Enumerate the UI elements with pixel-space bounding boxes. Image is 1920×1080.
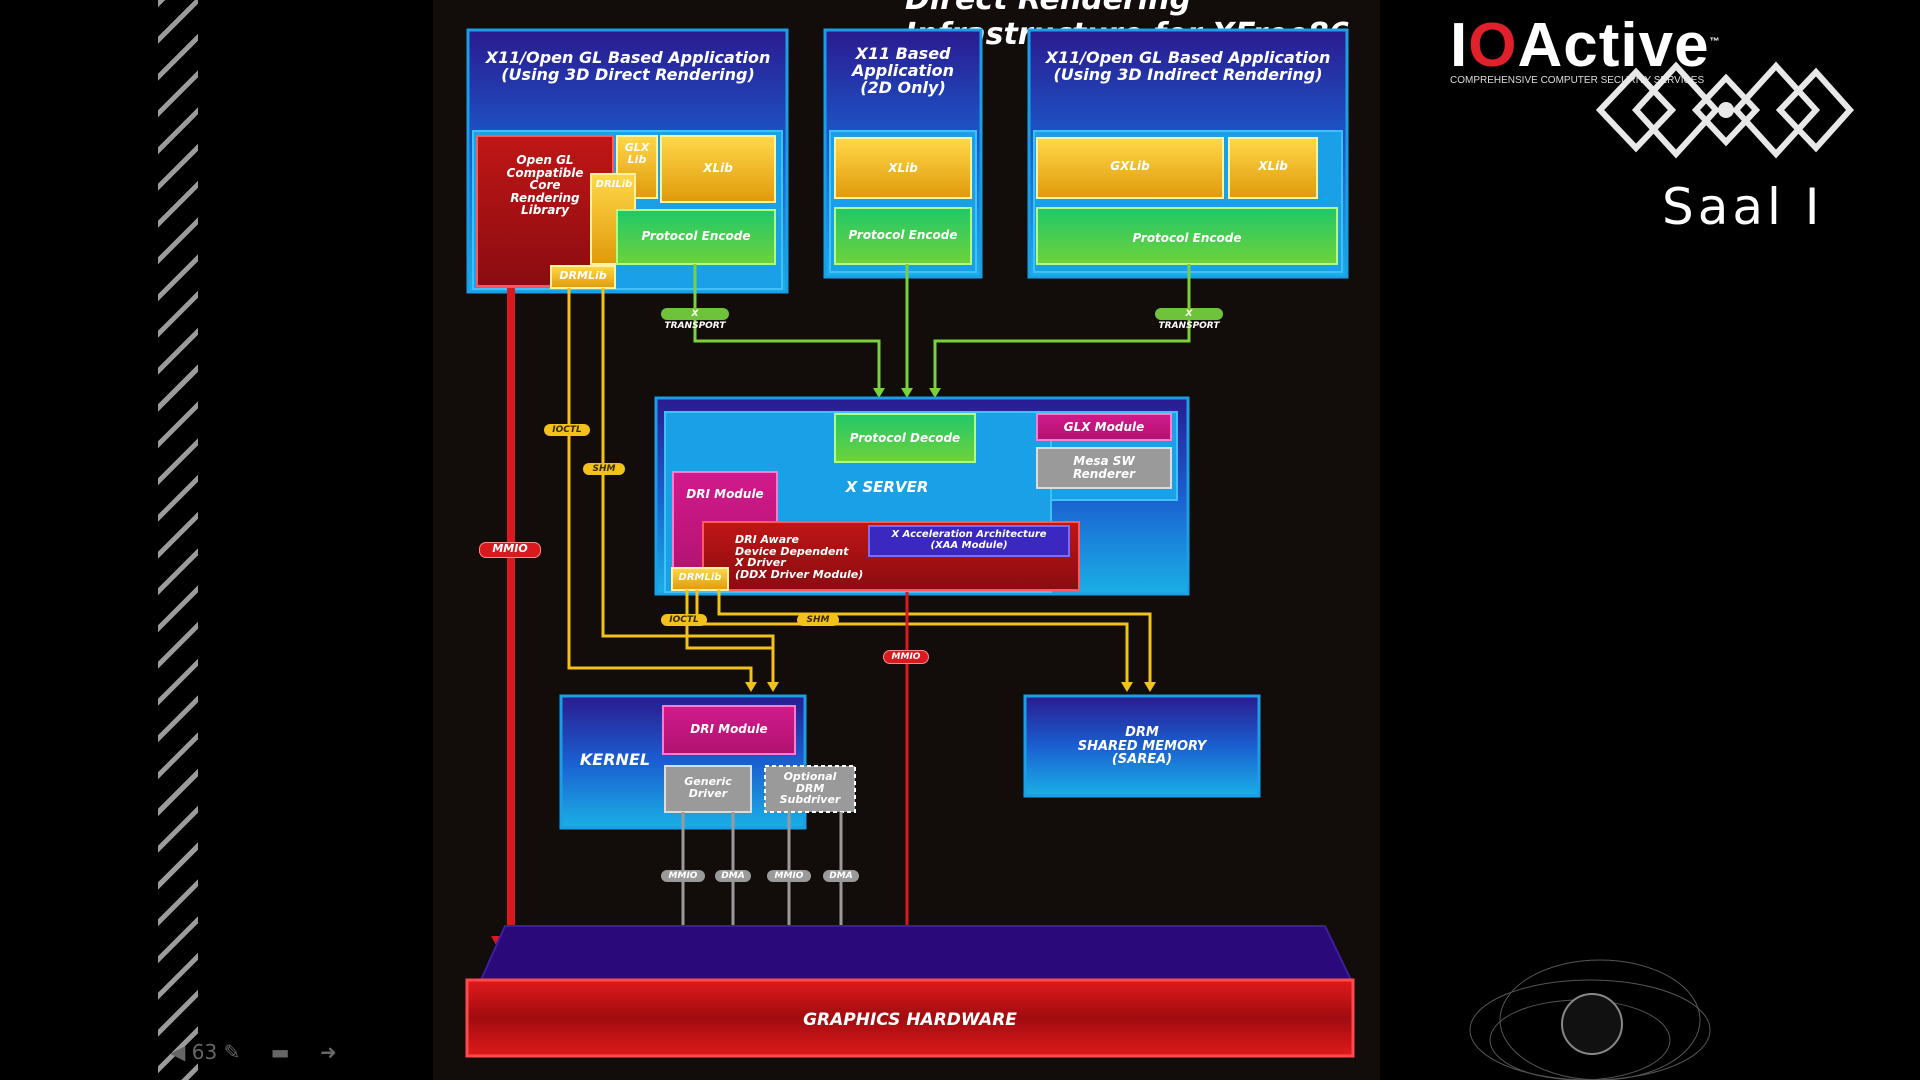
page-number: 63 bbox=[191, 1040, 218, 1064]
dri-module-server-label: DRI Module bbox=[686, 487, 764, 501]
drmlib-server-box bbox=[671, 567, 729, 591]
ioctl-badge-server: IOCTL bbox=[661, 614, 707, 626]
event-logo-icon bbox=[1596, 61, 1854, 159]
xlib-direct-box bbox=[660, 135, 776, 203]
drm-shared-memory-box bbox=[1023, 694, 1261, 798]
ioactive-logo: IOActive™ COMPREHENSIVE COMPUTER SECURIT… bbox=[1450, 11, 1721, 86]
decorative-stripes bbox=[158, 0, 198, 1080]
drmlib-app-box bbox=[550, 265, 616, 289]
mesa-sw-label: Mesa SW Renderer bbox=[1072, 454, 1136, 481]
glx-lib-label: GLX Lib bbox=[624, 141, 650, 166]
protocol-encode-indirect-box bbox=[1036, 207, 1338, 265]
shm-badge-app: SHM bbox=[583, 463, 625, 475]
dma-badge-kernel-1: DMA bbox=[715, 870, 751, 882]
dri-diagram bbox=[465, 28, 1355, 1058]
xlib-2d-label: XLib bbox=[888, 161, 918, 175]
yellow-arrowheads bbox=[745, 682, 1156, 692]
graphics-hardware-label: GRAPHICS HARDWARE bbox=[803, 1010, 1017, 1030]
dri-module-kernel-box bbox=[662, 705, 796, 755]
prev-slide-icon[interactable]: ◀ bbox=[170, 1040, 186, 1064]
x-transport-badge-left: X TRANSPORT bbox=[661, 308, 729, 331]
xlib-indirect-label: XLib bbox=[1258, 159, 1288, 173]
edit-icon[interactable]: ✎ bbox=[223, 1040, 241, 1064]
xlib-direct-label: XLib bbox=[703, 161, 733, 175]
app-direct-title: X11/Open GL Based Application (Using 3D … bbox=[485, 48, 771, 84]
protocol-encode-2d-label: Protocol Encode bbox=[848, 228, 958, 242]
kernel-label: KERNEL bbox=[579, 750, 651, 769]
xaa-box bbox=[868, 525, 1070, 557]
transport-connectors bbox=[693, 264, 1191, 392]
gxlib-label: GXLib bbox=[1110, 159, 1150, 173]
next-slide-icon[interactable]: ➜ bbox=[319, 1040, 337, 1064]
protocol-encode-indirect-label: Protocol Encode bbox=[1132, 231, 1242, 245]
drmlib-server-label: DRMLib bbox=[678, 572, 722, 583]
app-2d-title: X11 Based Application (2D Only) bbox=[851, 44, 955, 97]
xaa-label: X Acceleration Architecture (XAA Module) bbox=[891, 529, 1047, 551]
xlib-2d-box bbox=[834, 137, 972, 199]
protocol-decode-box bbox=[834, 413, 976, 463]
app-indirect-title: X11/Open GL Based Application (Using 3D … bbox=[1045, 48, 1331, 84]
glx-module-box bbox=[1036, 413, 1172, 441]
glx-module-label: GLX Module bbox=[1063, 420, 1145, 434]
optional-drm-label: Optional DRM Subdriver bbox=[779, 770, 841, 807]
generic-driver-label: Generic Driver bbox=[684, 775, 732, 800]
drmlib-app-label: DRMLib bbox=[559, 269, 607, 282]
protocol-decode-label: Protocol Decode bbox=[849, 431, 961, 445]
presentation-slide: Direct Rendering Infrastructure for XFre… bbox=[433, 0, 1380, 1080]
slide-navigation: ◀ 63 ✎ ▬ ➜ bbox=[170, 1040, 337, 1064]
mmio-badge-kernel-2: MMIO bbox=[767, 870, 811, 882]
ddx-driver-label: DRI Aware Device Dependent X Driver (DDX… bbox=[735, 533, 864, 581]
ioactive-tagline: COMPREHENSIVE COMPUTER SECURITY SERVICES bbox=[1450, 75, 1705, 86]
gxlib-box bbox=[1036, 137, 1224, 199]
dma-badge-kernel-2: DMA bbox=[823, 870, 859, 882]
generic-driver-box bbox=[664, 765, 752, 813]
xlib-indirect-box bbox=[1228, 137, 1318, 199]
ioctl-shm-connectors bbox=[567, 288, 1152, 686]
x-transport-badge-right: X TRANSPORT bbox=[1155, 308, 1223, 331]
mesa-sw-box bbox=[1036, 447, 1172, 489]
mmio-badge-kernel-1: MMIO bbox=[661, 870, 705, 882]
graphics-hardware-box bbox=[465, 925, 1355, 1058]
protocol-encode-direct-box bbox=[616, 209, 776, 265]
mmio-badge-server: MMIO bbox=[883, 650, 929, 664]
shm-badge-server: SHM bbox=[797, 614, 839, 626]
drm-shared-memory-label: DRM SHARED MEMORY (SAREA) bbox=[1077, 725, 1207, 768]
mmio-badge-app: MMIO bbox=[479, 542, 541, 558]
transport-arrowheads bbox=[873, 388, 941, 398]
protocol-encode-direct-label: Protocol Encode bbox=[641, 229, 751, 243]
swirl-watermark-icon bbox=[1469, 959, 1711, 1080]
mmio-main-arrow bbox=[491, 288, 531, 972]
x-server-label: X SERVER bbox=[845, 478, 929, 496]
ioctl-badge-app: IOCTL bbox=[544, 424, 590, 436]
room-label: Saal I bbox=[1662, 178, 1824, 236]
optional-drm-box bbox=[764, 765, 856, 813]
protocol-encode-2d-box bbox=[834, 207, 972, 265]
menu-icon[interactable]: ▬ bbox=[270, 1040, 290, 1064]
dri-module-kernel-label: DRI Module bbox=[690, 722, 768, 736]
dri-lib-label: DRILib bbox=[595, 179, 633, 190]
opengl-lib-label: Open GL Compatible Core Rendering Librar… bbox=[506, 153, 584, 218]
